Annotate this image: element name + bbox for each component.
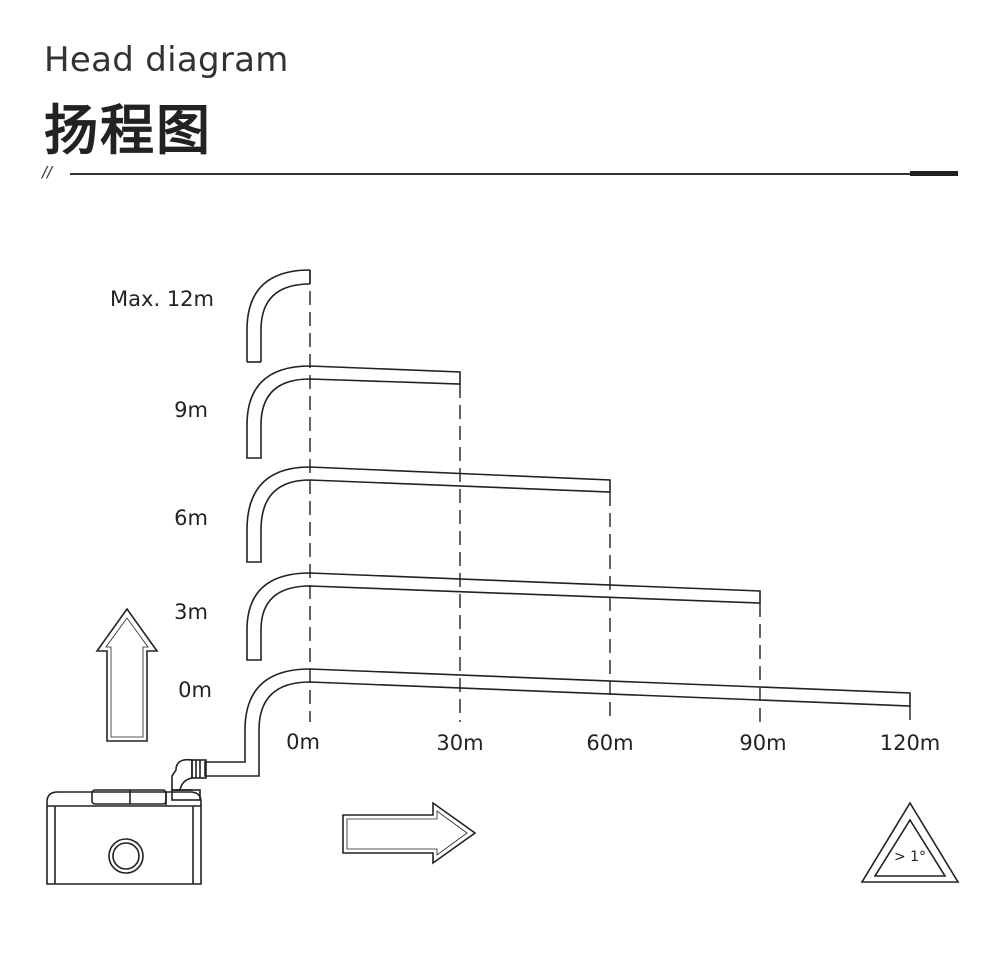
arrow-up-icon: [95, 607, 159, 742]
head-label-12m: Max. 12m: [110, 287, 214, 311]
head-label-0m: 0m: [178, 678, 212, 702]
distance-label-90m: 90m: [739, 731, 786, 755]
slope-warning-text: > 1°: [894, 849, 926, 865]
head-label-6m: 6m: [174, 506, 208, 530]
separator-line: [70, 173, 958, 175]
pipe-12m: [246, 269, 311, 363]
separator-mark: //: [42, 163, 53, 181]
head-label-9m: 9m: [174, 398, 208, 422]
reference-lines: [309, 270, 911, 722]
arrow-right-icon: [342, 801, 477, 865]
title-english: Head diagram: [44, 40, 289, 80]
distance-label-0m: 0m: [286, 730, 320, 754]
distance-label-120m: 120m: [880, 731, 941, 755]
distance-label-30m: 30m: [436, 731, 483, 755]
title-chinese: 扬程图: [44, 99, 212, 162]
distance-label-60m: 60m: [586, 731, 633, 755]
slope-warning-icon: [860, 801, 960, 883]
pump-unit: [46, 789, 202, 885]
head-label-3m: 3m: [174, 600, 208, 624]
pipe-3m: [246, 572, 761, 661]
pipe-9m: [246, 365, 461, 459]
pipe-6m: [246, 466, 611, 563]
separator-accent: [910, 171, 958, 176]
